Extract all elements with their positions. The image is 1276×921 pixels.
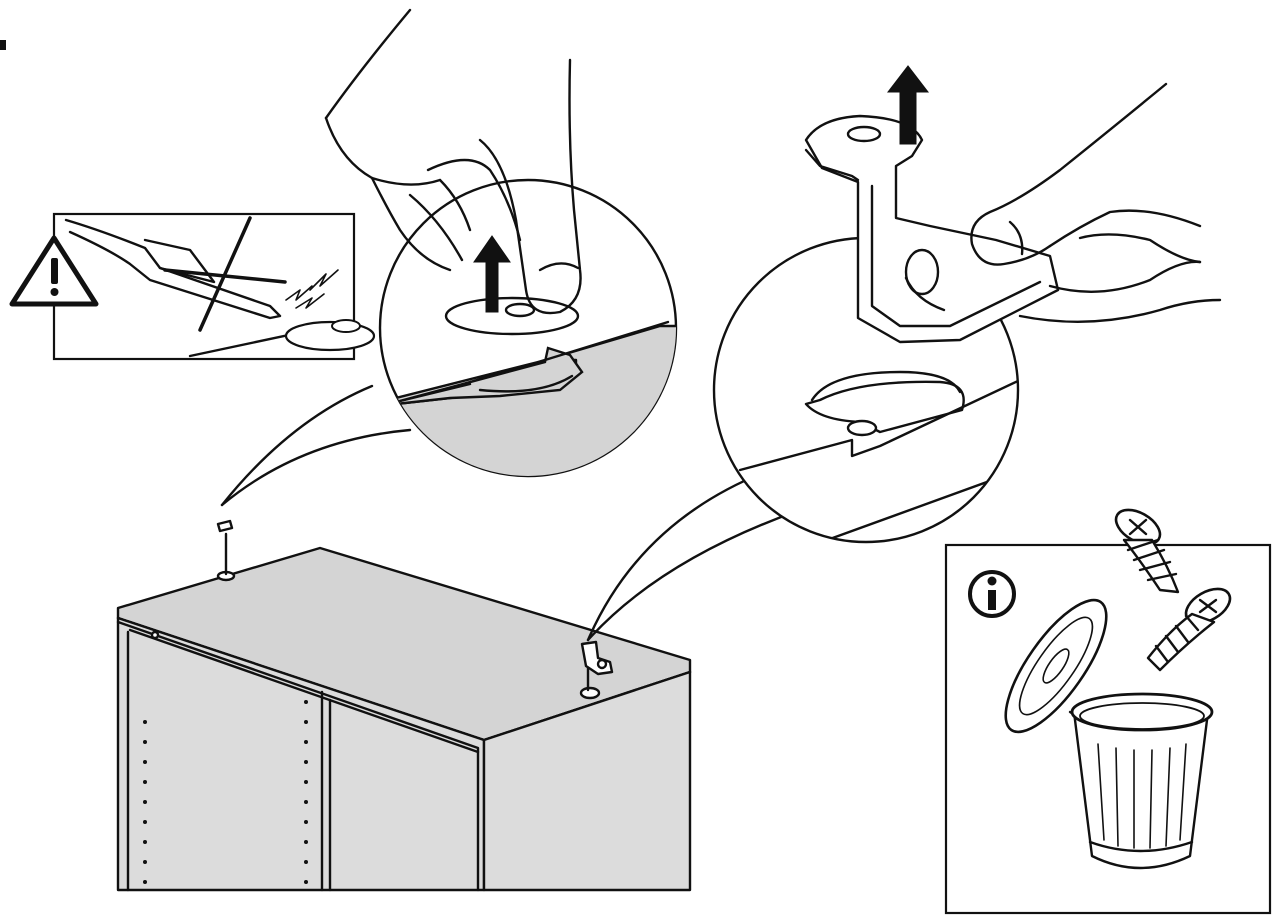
info-icon [968,570,1016,618]
cabinet-side [482,670,692,892]
info-symbol: i [0,0,1,1]
trash-bin-icon [1004,598,1214,870]
right-detail-callout [586,65,1222,642]
left-fitting-marker [216,519,236,582]
warning-symbol: ! [0,0,1,1]
up-arrow-icon [886,65,930,145]
screw-bottom [1146,587,1232,672]
shelf-pin-holes-left [143,720,147,884]
screw-top [1114,508,1180,594]
up-arrow-icon [473,235,511,313]
cabinet [116,519,692,892]
shelf-pin-holes-right [304,700,308,884]
screwdriver-icon [64,218,282,320]
page-marker [0,40,6,50]
warning-box: ! [0,0,376,361]
warning-triangle-icon [9,235,99,307]
bracket [804,114,1060,344]
right-bracket-marker [579,640,614,700]
